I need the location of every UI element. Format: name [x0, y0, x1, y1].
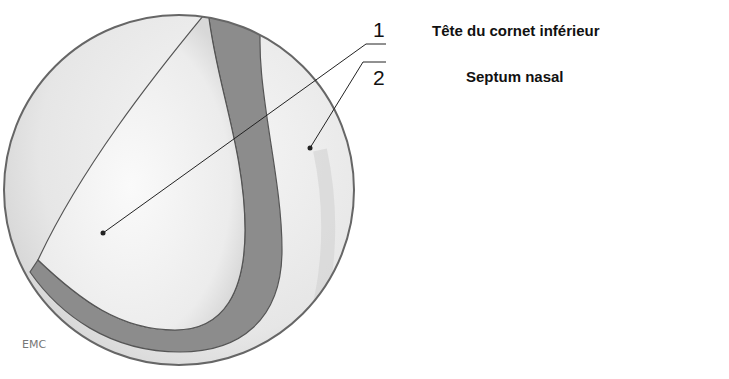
callout-number: 2	[373, 66, 385, 90]
leader-dot	[308, 146, 313, 151]
callout-number: 1	[373, 18, 385, 42]
leader-dot	[101, 231, 106, 236]
part-name: Tête du cornet inférieur	[432, 22, 600, 40]
watermark: EMC	[22, 338, 46, 351]
part-name: Septum nasal	[466, 68, 564, 86]
leader-line	[310, 62, 386, 148]
leader-line	[103, 44, 386, 233]
